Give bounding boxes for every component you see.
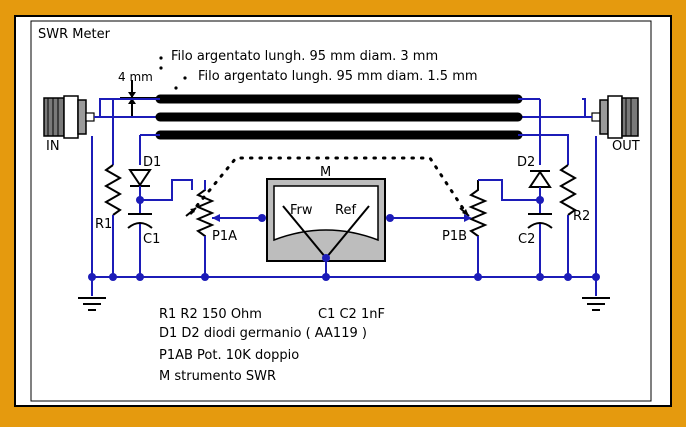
ground-symbol-left: [78, 277, 106, 311]
label-c2: C2: [518, 232, 535, 247]
label-c1: C1: [143, 232, 160, 247]
left-branch: [99, 98, 193, 277]
in-label: IN: [46, 139, 60, 154]
parts-p1ab: P1AB Pot. 10K doppio: [159, 348, 299, 363]
leader-dots: [159, 56, 187, 90]
meter-ref-label: Ref: [335, 203, 356, 218]
ground-symbol-right: [582, 277, 610, 311]
gap-label: 4 mm: [118, 70, 153, 84]
swr-meter: [258, 178, 394, 277]
parts-c1c2: C1 C2 1nF: [318, 307, 385, 322]
parts-d1d2: D1 D2 diodi germanio ( AA119 ): [159, 326, 367, 341]
label-r1: R1: [95, 217, 112, 232]
out-connector: [591, 95, 639, 139]
needle-forward: [282, 205, 327, 259]
title: SWR Meter: [38, 27, 111, 42]
in-connector: [43, 95, 95, 139]
parts-meter: M strumento SWR: [159, 369, 276, 384]
wire-label-top: Filo argentato lungh. 95 mm diam. 3 mm: [171, 49, 438, 64]
parts-r1r2: R1 R2 150 Ohm: [159, 307, 262, 322]
right-branch: [478, 98, 592, 277]
label-r2: R2: [573, 209, 590, 224]
label-p1a: P1A: [212, 229, 237, 244]
out-label: OUT: [612, 139, 640, 154]
parts-list: R1 R2 150 Ohm C1 C2 1nF D1 D2 diodi germ…: [159, 307, 385, 384]
p1b-potentiometer: [388, 180, 488, 277]
meter-frw-label: Frw: [290, 203, 313, 218]
p1a-potentiometer: [185, 180, 262, 277]
label-d1: D1: [143, 155, 161, 170]
label-d2: D2: [517, 155, 535, 170]
inner-border: [30, 20, 652, 402]
wire-label-mid: Filo argentato lungh. 95 mm diam. 1.5 mm: [198, 69, 478, 84]
label-p1b: P1B: [442, 229, 467, 244]
needle-reflected: [325, 205, 370, 259]
label-m: M: [320, 165, 331, 180]
